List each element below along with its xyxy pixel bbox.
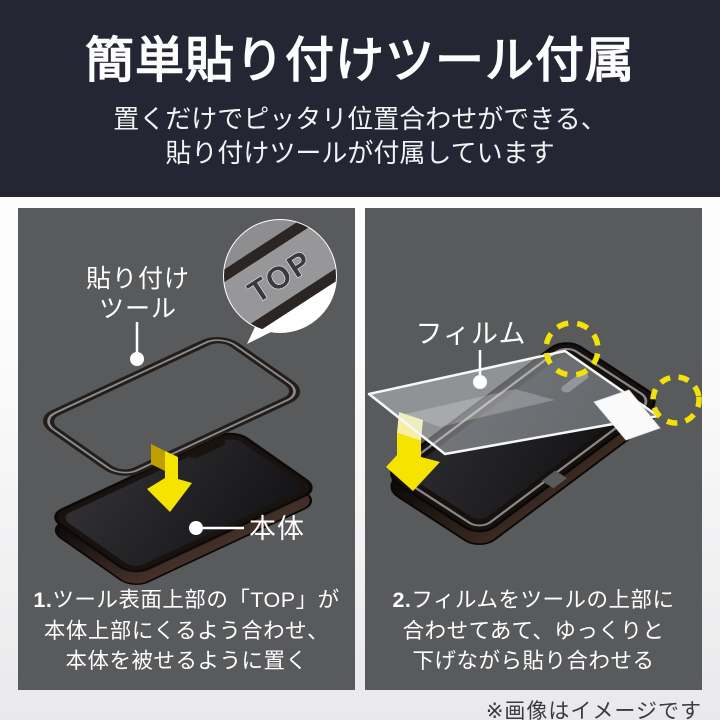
step-2-line-2: 合わせてあて、ゆっくりと [402, 618, 665, 643]
phone-in-tool [390, 342, 656, 546]
tool-placement-illustration: TOP [43, 219, 337, 585]
panel-step-2: フィルム 2.フィルムをツールの上部に 合わせてあて、ゆっくりと 下げながら貼り… [365, 208, 702, 690]
body-label-leader-line [189, 521, 244, 535]
down-arrow-icon [147, 444, 192, 512]
tool-notch [541, 470, 568, 489]
subtitle-line-1: 置くだけでピッタリ位置合わせができる、 [113, 104, 607, 134]
tool-frame [43, 337, 301, 476]
step-1-line-1: 1.ツール表面上部の「TOP」が [33, 588, 340, 613]
alignment-circle-icon [650, 374, 702, 426]
label-dot [130, 352, 144, 366]
panel-step-1: TOP 貼り付け ツール 本体 1.ツール表面上部の「TOP」が 本体上部にくる… [18, 208, 355, 690]
tool-label: 貼り付け ツール [73, 264, 203, 324]
tool-label-leader-line [130, 322, 144, 366]
alignment-circle-icon [543, 320, 601, 378]
instruction-panels: TOP 貼り付け ツール 本体 1.ツール表面上部の「TOP」が 本体上部にくる… [18, 208, 702, 690]
film-placement-illustration [367, 320, 702, 546]
tool-label-line-1: 貼り付け [85, 265, 190, 293]
step-1-line-3: 本体を被せるように置く [65, 649, 308, 674]
step-2-number: 2. [392, 588, 412, 613]
header-banner: 簡単貼り付けツール付属 置くだけでピッタリ位置合わせができる、 貼り付けツールが… [0, 0, 720, 197]
film-pull-tab [593, 389, 661, 441]
film-label: フィルム [415, 319, 527, 349]
film-label-leader-line [473, 350, 487, 389]
step-1-caption: 1.ツール表面上部の「TOP」が 本体上部にくるよう合わせ、 本体を被せるように… [23, 585, 350, 677]
body-label: 本体 [249, 514, 305, 544]
label-dot [473, 375, 487, 389]
label-dot [189, 521, 203, 535]
tool-label-line-2: ツール [98, 295, 177, 323]
image-disclaimer-note: ※画像はイメージです [485, 700, 702, 723]
page-title: 簡単貼り付けツール付属 [84, 34, 635, 88]
step-1-line-2: 本体上部にくるよう合わせ、 [43, 618, 330, 643]
subtitle-line-2: 貼り付けツールが付属しています [165, 137, 555, 168]
step-2-caption: 2.フィルムをツールの上部に 合わせてあて、ゆっくりと 下げながら貼り合わせる [370, 585, 697, 677]
step-1-number: 1. [33, 588, 53, 613]
step-2-line-1: 2.フィルムをツールの上部に [392, 588, 675, 613]
step-2-line-3: 下げながら貼り合わせる [412, 649, 655, 674]
page-subtitle: 置くだけでピッタリ位置合わせができる、 貼り付けツールが付属しています [0, 103, 720, 171]
phone-body [54, 432, 313, 585]
